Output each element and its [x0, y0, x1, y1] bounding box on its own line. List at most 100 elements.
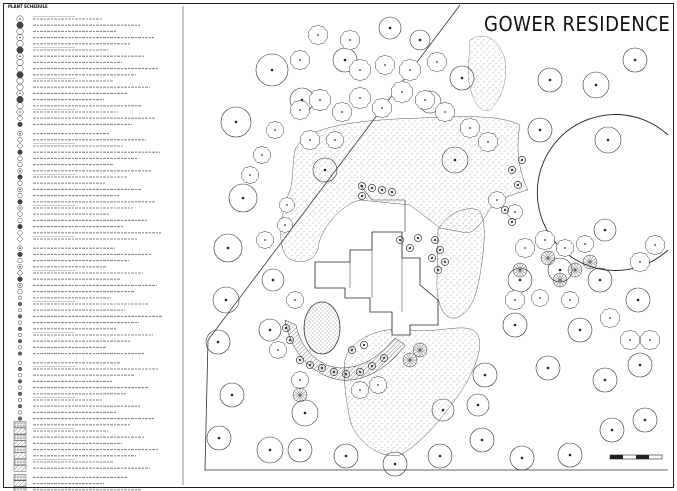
schedule-row — [17, 410, 117, 415]
shrub-canopy — [645, 234, 665, 256]
plant-schedule-legend — [13, 15, 162, 491]
schedule-row — [17, 289, 134, 295]
tree-symbol — [312, 157, 338, 183]
schedule-row — [17, 276, 120, 282]
shrub-canopy — [290, 49, 310, 71]
shrub-symbol — [358, 192, 366, 200]
schedule-row — [17, 258, 129, 264]
tree-symbol — [219, 382, 245, 408]
schedule-row — [17, 385, 149, 390]
shrub-canopy — [256, 230, 274, 250]
tree-symbol — [625, 287, 651, 313]
schedule-row — [17, 131, 109, 137]
shrub-symbol — [518, 156, 526, 164]
tree-symbol — [333, 443, 359, 469]
schedule-row — [17, 217, 147, 223]
shrub-canopy — [561, 290, 579, 310]
tree-symbol — [205, 329, 231, 355]
tree-symbol — [599, 417, 625, 443]
schedule-row — [17, 211, 110, 217]
conifer-symbol — [292, 387, 308, 403]
schedule-row — [17, 155, 137, 161]
shrub-canopy — [332, 101, 352, 123]
shrub-canopy — [460, 117, 480, 139]
shrub-symbol — [514, 181, 522, 189]
shrub-symbol — [358, 182, 366, 190]
tree-layer — [205, 16, 665, 477]
tree-symbol — [567, 317, 593, 343]
tree-symbol — [409, 29, 431, 51]
lawn-area-east — [436, 208, 485, 319]
schedule-row — [13, 434, 145, 441]
tree-symbol — [592, 367, 618, 393]
schedule-row — [17, 162, 114, 168]
tree-symbol — [587, 267, 613, 293]
shrub-canopy — [340, 29, 360, 51]
shrub-canopy — [349, 58, 371, 82]
schedule-row — [17, 397, 103, 403]
shrub-symbol — [330, 368, 338, 376]
schedule-row — [16, 96, 104, 104]
tree-symbol — [213, 233, 243, 263]
schedule-row — [17, 379, 112, 384]
tree-symbol — [449, 65, 475, 91]
shrub-canopy — [369, 375, 387, 395]
schedule-row — [17, 339, 130, 344]
conifer-symbol — [567, 262, 583, 278]
schedule-row — [16, 83, 150, 91]
shrub-symbol — [428, 254, 436, 262]
shrub-canopy — [399, 58, 421, 82]
plant-schedule-heading: PLANT SCHEDULE — [8, 4, 48, 9]
shrub-canopy — [556, 238, 574, 258]
shrub-symbol — [342, 370, 350, 378]
conifer-symbol — [412, 342, 428, 358]
shrub-symbol — [318, 364, 326, 372]
tree-symbol — [258, 318, 282, 342]
shrub-canopy — [290, 99, 310, 121]
shrub-symbol — [306, 361, 314, 369]
tree-symbol — [632, 407, 658, 433]
shrub-canopy — [507, 204, 523, 220]
schedule-row — [17, 149, 160, 155]
shrub-canopy — [308, 24, 328, 46]
schedule-row — [17, 351, 144, 356]
shrub-canopy — [435, 101, 455, 123]
project-title: GOWER RESIDENCE — [484, 12, 671, 36]
schedule-row — [17, 345, 107, 350]
schedule-row — [16, 102, 141, 110]
shrub-symbol — [436, 246, 444, 254]
tree-symbol — [537, 67, 563, 93]
schedule-row — [17, 360, 121, 365]
shrub-canopy — [427, 51, 447, 73]
schedule-row — [17, 137, 146, 143]
schedule-row — [17, 308, 125, 313]
schedule-row — [16, 46, 108, 54]
shrub-symbol — [434, 266, 442, 274]
schedule-row — [17, 320, 139, 325]
conifer-symbol — [552, 272, 568, 288]
schedule-row — [17, 230, 161, 236]
walkway-line — [359, 184, 406, 232]
schedule-row — [13, 427, 108, 435]
schedule-row — [17, 282, 157, 288]
tree-symbol — [256, 436, 284, 464]
shrub-canopy — [269, 340, 287, 360]
schedule-row — [16, 52, 145, 60]
schedule-row — [17, 199, 156, 205]
schedule-row — [17, 121, 132, 127]
schedule-row — [16, 89, 127, 97]
tree-symbol — [220, 106, 252, 138]
schedule-row — [17, 332, 153, 338]
shrub-canopy — [266, 120, 284, 140]
schedule-row — [17, 295, 111, 300]
schedule-row — [17, 404, 140, 409]
schedule-row — [13, 465, 150, 472]
schedule-row — [17, 264, 106, 270]
tree-symbol — [382, 451, 408, 477]
shrub-canopy — [291, 370, 309, 390]
tree-symbol — [287, 437, 313, 463]
shrub-canopy — [488, 190, 506, 210]
shrub-symbol — [406, 244, 414, 252]
tree-symbol — [431, 398, 455, 422]
